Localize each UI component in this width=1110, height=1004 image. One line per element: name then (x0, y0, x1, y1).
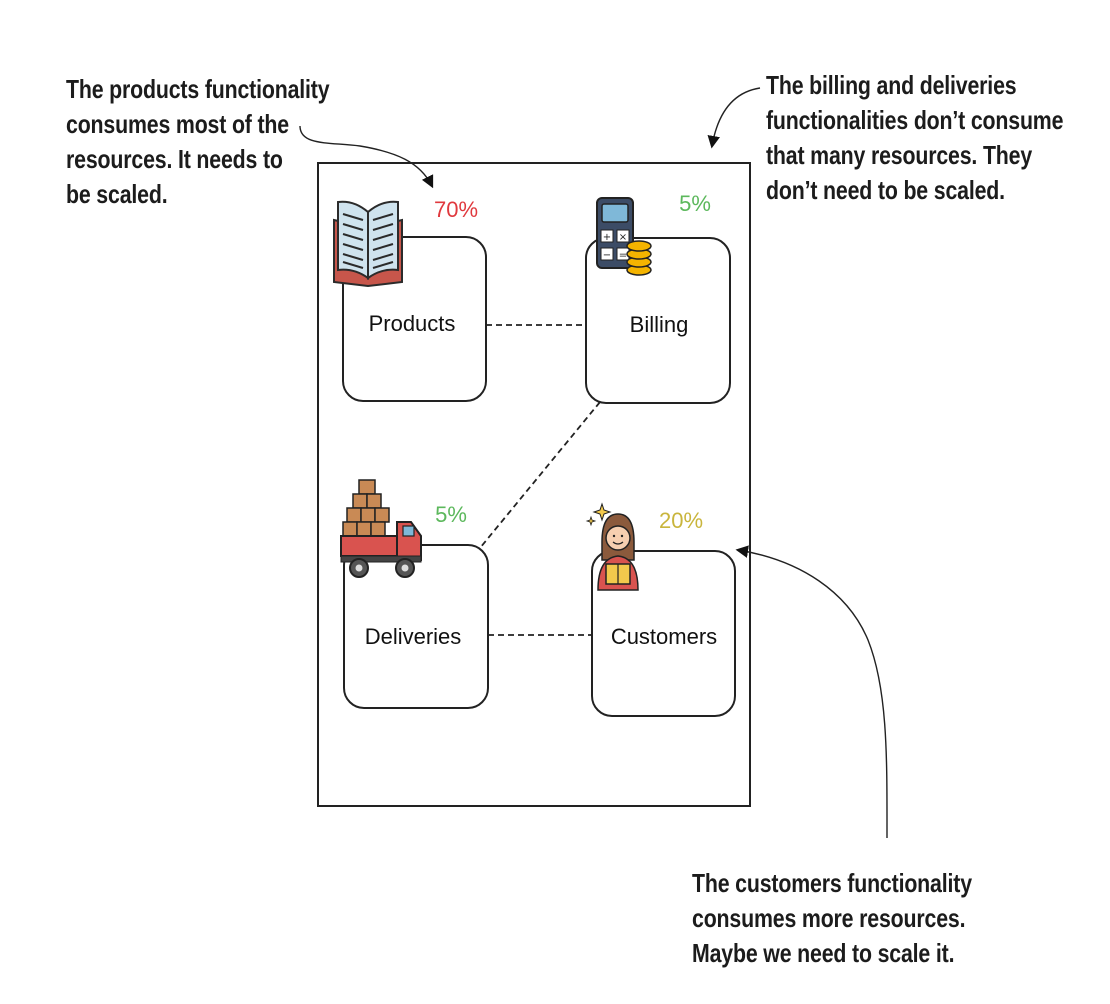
callout-arrow-customers (735, 545, 888, 839)
delivery-truck-icon (340, 479, 422, 578)
service-customers: Customers (591, 550, 736, 717)
callout-line: functionalities don’t consume (766, 105, 1064, 135)
service-label: Deliveries (365, 624, 462, 649)
callout-line: The billing and deliveries (766, 70, 1017, 100)
billing-usage-percent: 5% (679, 191, 711, 216)
callout-line: consumes most of the (66, 109, 289, 139)
customer-person-icon (585, 502, 639, 591)
products-usage-percent: 70% (434, 197, 478, 222)
application-boundary (317, 162, 751, 807)
callout-line: The products functionality (66, 74, 330, 104)
svg-text:−: − (603, 250, 611, 261)
callout-line: The customers functionality (692, 868, 972, 898)
service-box (585, 237, 731, 404)
service-label: Customers (611, 624, 717, 649)
customers-usage-percent: 20% (659, 508, 703, 533)
service-box (591, 550, 736, 717)
callout-products: The products functionality consumes most… (66, 72, 330, 212)
callout-line: Maybe we need to scale it. (692, 938, 955, 968)
callout-line: resources. It needs to (66, 144, 283, 174)
callout-line: that many resources. They (766, 140, 1033, 170)
callout-line: consumes more resources. (692, 903, 966, 933)
deliveries-usage-percent: 5% (435, 502, 467, 527)
open-book-icon (333, 200, 403, 288)
callout-customers: The customers functionality consumes mor… (692, 866, 972, 971)
svg-text:×: × (619, 232, 627, 243)
callout-billing-deliveries: The billing and deliveries functionaliti… (766, 68, 1063, 208)
service-label: Products (369, 311, 456, 336)
svg-text:+: + (603, 232, 611, 243)
callout-line: be scaled. (66, 179, 168, 209)
callout-line: don’t need to be scaled. (766, 175, 1005, 205)
callout-arrow-billing (707, 87, 761, 149)
calculator-coins-icon: + × − = (596, 197, 652, 276)
svg-text:=: = (619, 250, 627, 261)
callout-arrow-products (299, 125, 434, 189)
service-billing: Billing (585, 237, 731, 404)
service-label: Billing (630, 312, 689, 337)
connection-billing-deliveries (479, 401, 601, 549)
